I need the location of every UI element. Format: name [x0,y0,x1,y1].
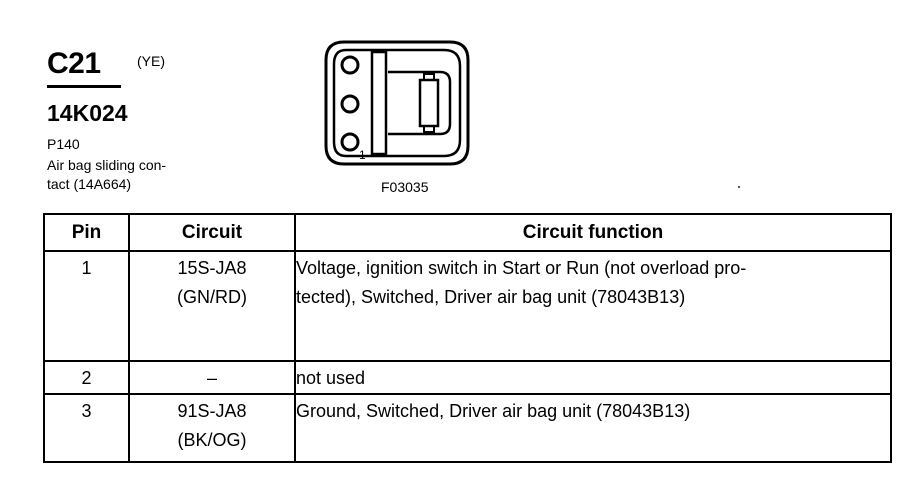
pin-number: 3 [43,393,130,463]
circuit-function-cell: not used [294,360,892,395]
latch-stub-bottom [423,125,435,133]
table-row: 2 – not used [43,360,892,395]
table-row: 1 15S-JA8 (GN/RD) Voltage, ignition swit… [43,250,892,362]
pin-table: Pin Circuit Circuit function 1 15S-JA8 (… [43,213,892,463]
locking-tab [388,70,452,136]
connector-id: C21 [47,47,101,80]
circuit-cell: 91S-JA8 (BK/OG) [128,393,296,463]
connector-location: P140 [47,136,80,152]
function-line: tected), Switched, Driver air bag unit (… [296,287,686,307]
circuit-cell: 15S-JA8 (GN/RD) [128,250,296,362]
circuit-cell: – [128,360,296,395]
description-line: tact (14A664) [47,176,132,192]
connector-housing-outline [324,40,470,166]
circuit-function-cell: Ground, Switched, Driver air bag unit (7… [294,393,892,463]
description-line: Air bag sliding con- [47,157,167,173]
header-circuit-function: Circuit function [294,213,892,252]
connector-inner-outline [332,48,462,158]
scan-speck [738,186,740,188]
pin-1-label: 1 [359,148,366,162]
function-line: Ground, Switched, Driver air bag unit (7… [296,401,691,421]
function-line: Voltage, ignition switch in Start or Run… [296,258,747,278]
connector-id-underline [47,85,121,88]
pin-cavity [340,94,360,114]
latch [418,78,440,128]
circuit-line: 91S-JA8 [177,401,247,421]
connector-description: Air bag sliding con- tact (14A664) [47,156,207,194]
pin-cavity [340,55,360,75]
table-header-row: Pin Circuit Circuit function [43,213,892,252]
part-number: 14K024 [47,100,128,126]
table-row: 3 91S-JA8 (BK/OG) Ground, Switched, Driv… [43,393,892,463]
pin-number: 2 [43,360,130,395]
connector-color-code: (YE) [137,53,165,69]
pin-cavity [340,132,360,152]
latch-stub-top [423,73,435,81]
terminal-blade [370,50,388,156]
circuit-line: 15S-JA8 [177,258,247,278]
circuit-function-cell: Voltage, ignition switch in Start or Run… [294,250,892,362]
header-circuit: Circuit [128,213,296,252]
function-line: not used [296,368,366,388]
circuit-line: – [206,368,217,388]
pin-number: 1 [43,250,130,362]
circuit-line: (BK/OG) [177,430,247,450]
circuit-line: (GN/RD) [177,287,247,307]
header-pin: Pin [43,213,130,252]
figure-code: F03035 [381,179,429,195]
connector-face-diagram: 1 [324,40,470,166]
